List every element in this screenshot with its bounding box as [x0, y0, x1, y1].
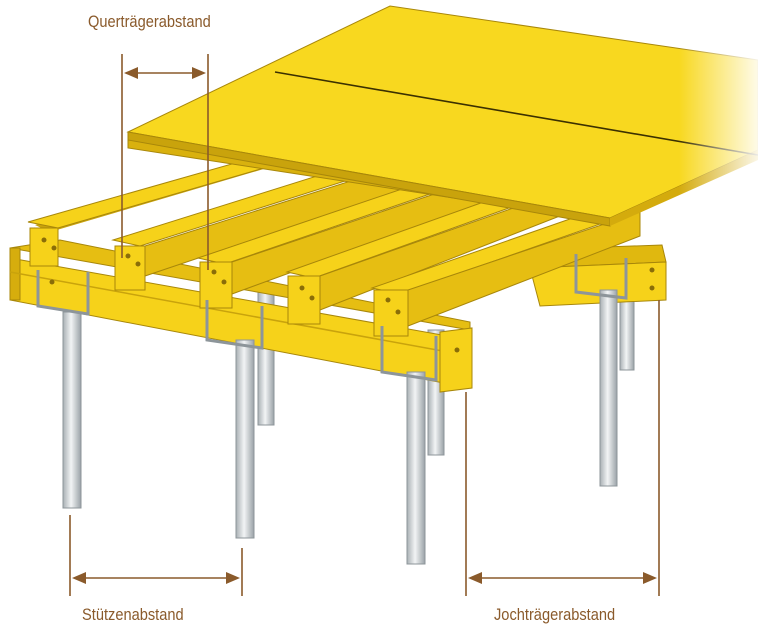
clamps [36, 254, 628, 382]
label-querabstand: Querträgerabstand [88, 12, 211, 31]
label-jochabstand: Jochträgerabstand [494, 605, 616, 624]
label-stuetzenabstand: Stützenabstand [82, 605, 184, 624]
dimension-lines [69, 54, 660, 596]
props-front [62, 289, 618, 565]
deck-plate [126, 0, 758, 230]
